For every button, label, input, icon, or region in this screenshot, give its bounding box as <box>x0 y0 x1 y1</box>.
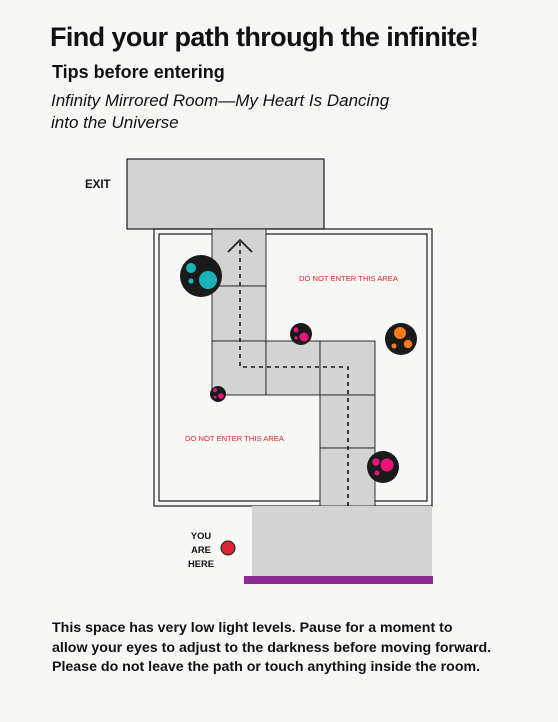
sphere-magenta-small <box>290 323 312 345</box>
room-inner-wall <box>158 233 428 502</box>
route-arrow-head <box>227 238 253 253</box>
you-are-here-label-line-2: ARE <box>191 544 211 555</box>
path-tile <box>265 340 321 396</box>
sphere-magenta-tiny <box>210 386 226 402</box>
artwork-title: Infinity Mirrored Room—My Heart Is Danci… <box>51 90 431 134</box>
no-entry-label-bottom: DO NOT ENTER THIS AREA <box>185 434 285 443</box>
you-are-here-label-line-3: HERE <box>188 558 214 569</box>
artwork-title-line-1: Infinity Mirrored Room—My Heart Is Danci… <box>51 91 390 110</box>
notice-line-1: This space has very low light levels. Pa… <box>52 620 453 636</box>
route-dashed-line <box>239 242 349 506</box>
notice-line-2: allow your eyes to adjust to the darknes… <box>52 639 492 656</box>
tips-subtitle: Tips before entering <box>52 62 225 82</box>
notice-line-3: Please do not leave the path or touch an… <box>52 659 481 675</box>
you-are-here-label-line-1: YOU <box>191 530 212 541</box>
path-tile <box>211 285 267 342</box>
sphere-magenta-medium <box>367 451 399 483</box>
sphere-teal-large <box>180 255 222 297</box>
artwork-title-line-2: into the Universe <box>51 113 179 132</box>
light-level-notice: This space has very low light levels. Pa… <box>52 619 522 678</box>
entrance-area <box>252 506 432 576</box>
page-title: Find your path through the infinite! <box>50 22 479 52</box>
exit-label: EXIT <box>85 179 111 191</box>
exit-area <box>126 158 325 230</box>
sphere-orange <box>385 323 417 355</box>
no-entry-label-top: DO NOT ENTER THIS AREA <box>299 274 399 283</box>
threshold-bar <box>244 576 433 584</box>
you-are-here-marker <box>220 540 236 556</box>
